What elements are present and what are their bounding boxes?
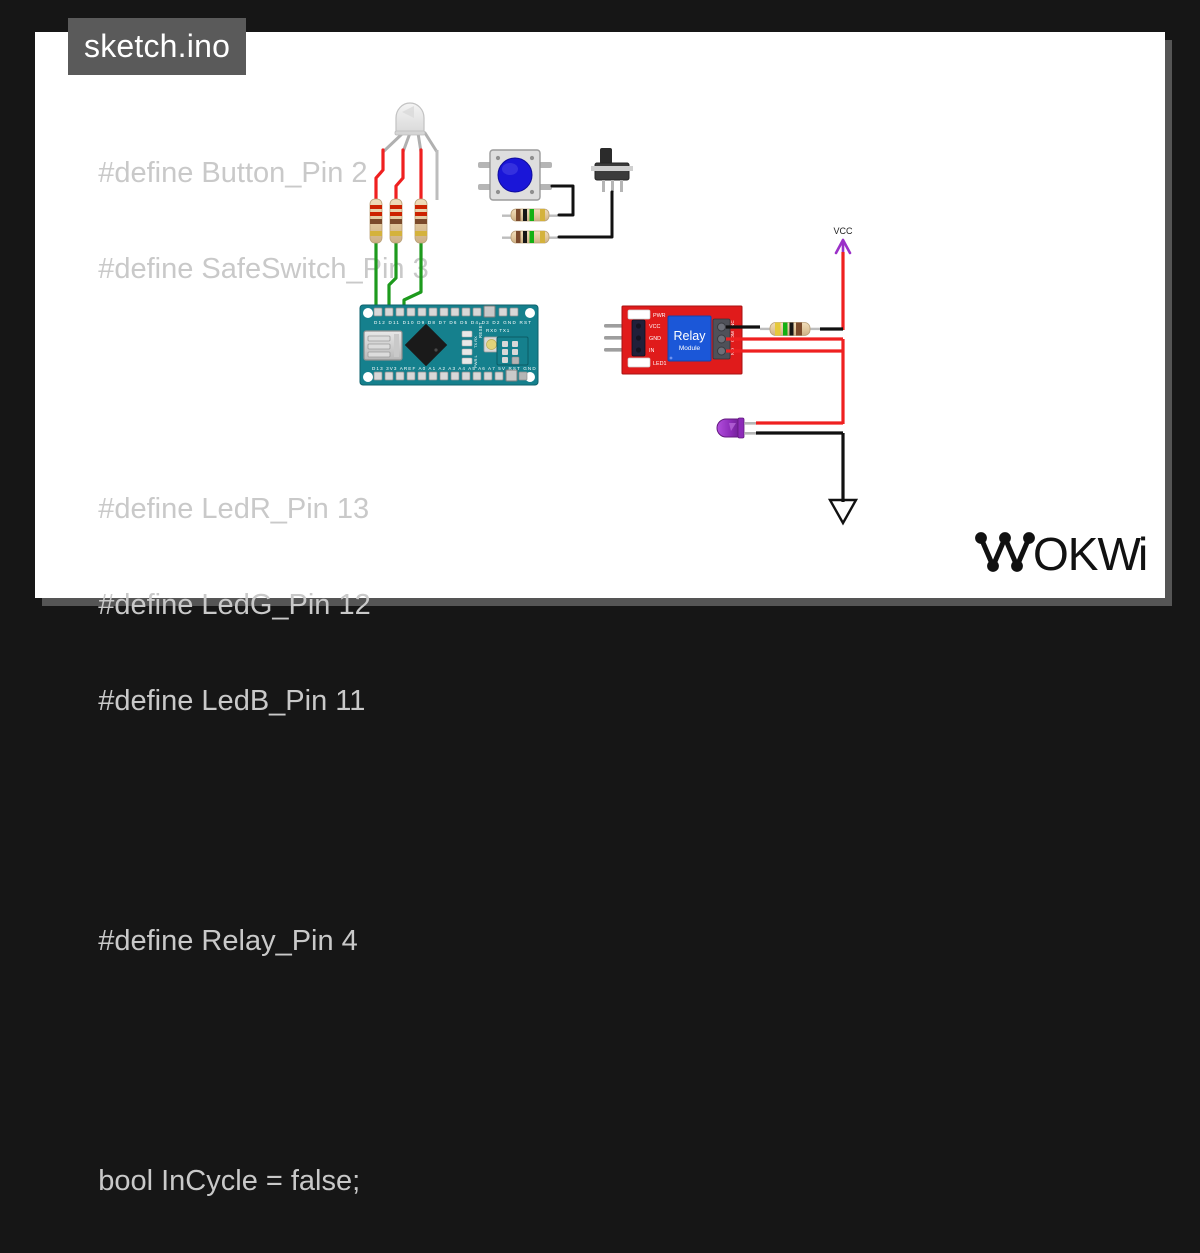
file-tab-sketch-ino[interactable]: sketch.ino: [68, 18, 247, 75]
code-line: #define SafeSwitch_Pin 3: [98, 253, 429, 285]
file-tab-label: sketch.ino: [84, 28, 231, 64]
code-line: #define Relay_Pin 4: [98, 925, 358, 957]
code-line: #define LedB_Pin 11: [98, 685, 366, 717]
code-blank-line: [66, 821, 686, 869]
diagram-canvas: [35, 32, 1165, 598]
screenshot-root: #define Button_Pin 2 #define SafeSwitch_…: [35, 18, 1172, 1197]
code-line: #define Button_Pin 2: [98, 157, 368, 189]
code-blank-line: [66, 389, 686, 437]
code-blank-line: [66, 1061, 686, 1109]
code-line: #define LedG_Pin 12: [98, 589, 371, 621]
code-preview: #define Button_Pin 2 #define SafeSwitch_…: [66, 101, 686, 1253]
code-line: #define LedR_Pin 13: [98, 493, 370, 525]
code-line: bool InCycle = false;: [98, 1165, 361, 1197]
wokwi-logo: OKW i: [975, 528, 1148, 580]
svg-text:OKW: OKW: [1033, 528, 1141, 580]
svg-text:i: i: [1138, 528, 1148, 580]
